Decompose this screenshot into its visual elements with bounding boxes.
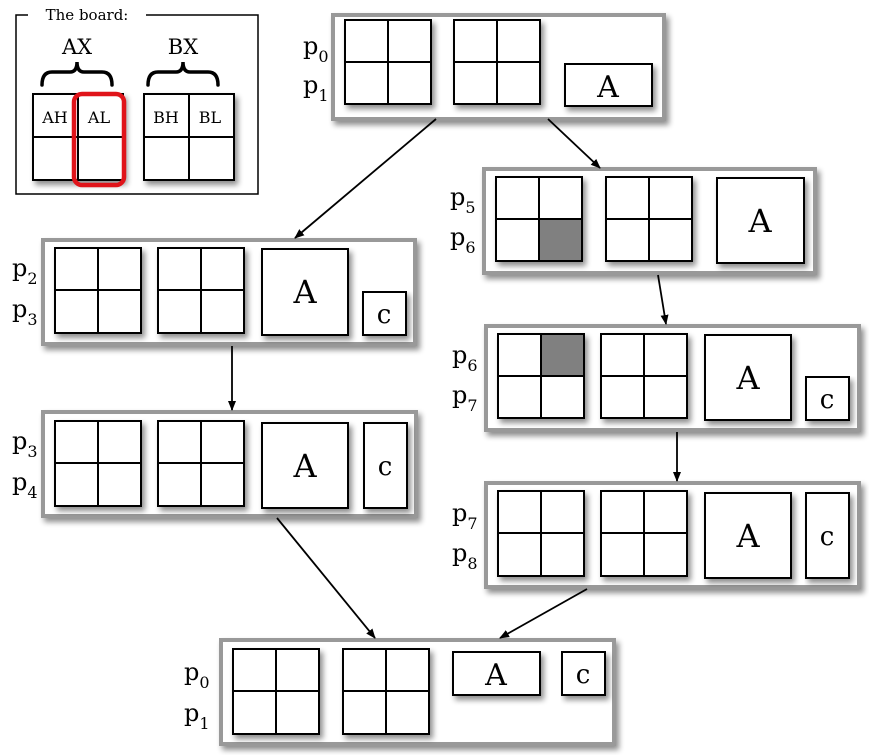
a-box bbox=[261, 248, 349, 336]
a-label: A bbox=[735, 359, 760, 397]
c-box bbox=[363, 422, 408, 509]
a-box bbox=[261, 422, 349, 509]
register-bx bbox=[143, 93, 235, 181]
c-box bbox=[362, 291, 407, 336]
brace-bx bbox=[146, 61, 220, 87]
register-bx bbox=[157, 247, 245, 334]
c-label: c bbox=[820, 385, 835, 415]
a-box bbox=[704, 492, 792, 579]
c-label: c bbox=[377, 300, 392, 330]
register-ax bbox=[497, 333, 585, 419]
state-label-bottom: p6 bbox=[450, 223, 476, 257]
state-block: p2 p3 A c bbox=[12, 238, 417, 346]
state-block: p0 p1 A bbox=[303, 13, 666, 121]
state-block: p6 p7 A c bbox=[452, 324, 861, 432]
a-box bbox=[704, 334, 792, 421]
group-label-bx: BX bbox=[168, 35, 198, 59]
state-label-top: p3 bbox=[12, 427, 38, 461]
register-bx bbox=[600, 333, 688, 419]
a-box bbox=[564, 63, 653, 107]
transition-arrows bbox=[228, 118, 681, 639]
state-label-top: p2 bbox=[12, 254, 38, 288]
a-box bbox=[716, 177, 805, 264]
register-label-bh: BH bbox=[153, 108, 179, 127]
arrow-b2-to-b4 bbox=[657, 274, 669, 325]
register-ax bbox=[497, 490, 585, 577]
arrow-b1-to-b2 bbox=[547, 118, 601, 169]
shaded-cell bbox=[539, 219, 582, 261]
arrow-b1-to-b3 bbox=[294, 118, 437, 239]
register-ax bbox=[54, 247, 142, 334]
state-label-top: p0 bbox=[303, 32, 329, 66]
state-label-bottom: p4 bbox=[12, 468, 38, 502]
state-label-top: p6 bbox=[452, 341, 478, 375]
a-label: A bbox=[747, 202, 772, 240]
al-highlight bbox=[71, 91, 127, 188]
register-bx bbox=[342, 648, 430, 735]
register-label-bl: BL bbox=[199, 108, 222, 127]
register-ax bbox=[495, 176, 583, 262]
shaded-cell bbox=[541, 334, 584, 376]
register-bx bbox=[157, 420, 245, 507]
c-label: c bbox=[820, 522, 835, 552]
c-label: c bbox=[378, 452, 393, 482]
register-ax bbox=[232, 648, 320, 735]
register-label-ah: AH bbox=[41, 108, 68, 127]
c-box bbox=[805, 376, 850, 421]
state-label-top: p7 bbox=[452, 499, 478, 533]
a-label: A bbox=[292, 447, 317, 485]
board-legend: The board: AX BX AH AL BH BL bbox=[15, 6, 259, 195]
register-bx bbox=[605, 176, 693, 262]
state-label-bottom: p8 bbox=[452, 539, 478, 573]
c-label: c bbox=[576, 660, 591, 690]
legend-frame bbox=[15, 14, 259, 195]
state-block: p3 p4 A c bbox=[12, 410, 418, 518]
a-box bbox=[452, 651, 541, 696]
state-label-top: p0 bbox=[184, 658, 210, 692]
state-block: p0 p1 A c bbox=[184, 638, 616, 746]
state-label-bottom: p3 bbox=[12, 295, 38, 329]
state-block: p5 p6 A bbox=[450, 167, 817, 275]
register-bx bbox=[453, 19, 541, 105]
c-box bbox=[805, 492, 850, 579]
arrow-b5-to-b7 bbox=[276, 517, 376, 639]
a-label: A bbox=[292, 273, 317, 311]
a-label: A bbox=[596, 70, 619, 105]
register-ax bbox=[32, 93, 124, 181]
c-box bbox=[561, 651, 606, 696]
register-ax bbox=[54, 420, 142, 507]
a-label: A bbox=[735, 517, 760, 555]
state-label-bottom: p7 bbox=[452, 381, 478, 415]
brace-ax bbox=[40, 61, 114, 87]
a-label: A bbox=[484, 658, 507, 693]
state-label-bottom: p1 bbox=[303, 71, 329, 105]
register-bx bbox=[600, 490, 688, 577]
register-label-al: AL bbox=[87, 108, 111, 127]
legend-title: The board: bbox=[46, 6, 129, 24]
state-label-top: p5 bbox=[450, 183, 476, 217]
register-ax bbox=[344, 19, 432, 105]
group-label-ax: AX bbox=[61, 35, 92, 59]
state-block: p7 p8 A c bbox=[452, 481, 861, 589]
arrow-b6-to-b7 bbox=[499, 588, 588, 639]
state-label-bottom: p1 bbox=[184, 699, 210, 733]
